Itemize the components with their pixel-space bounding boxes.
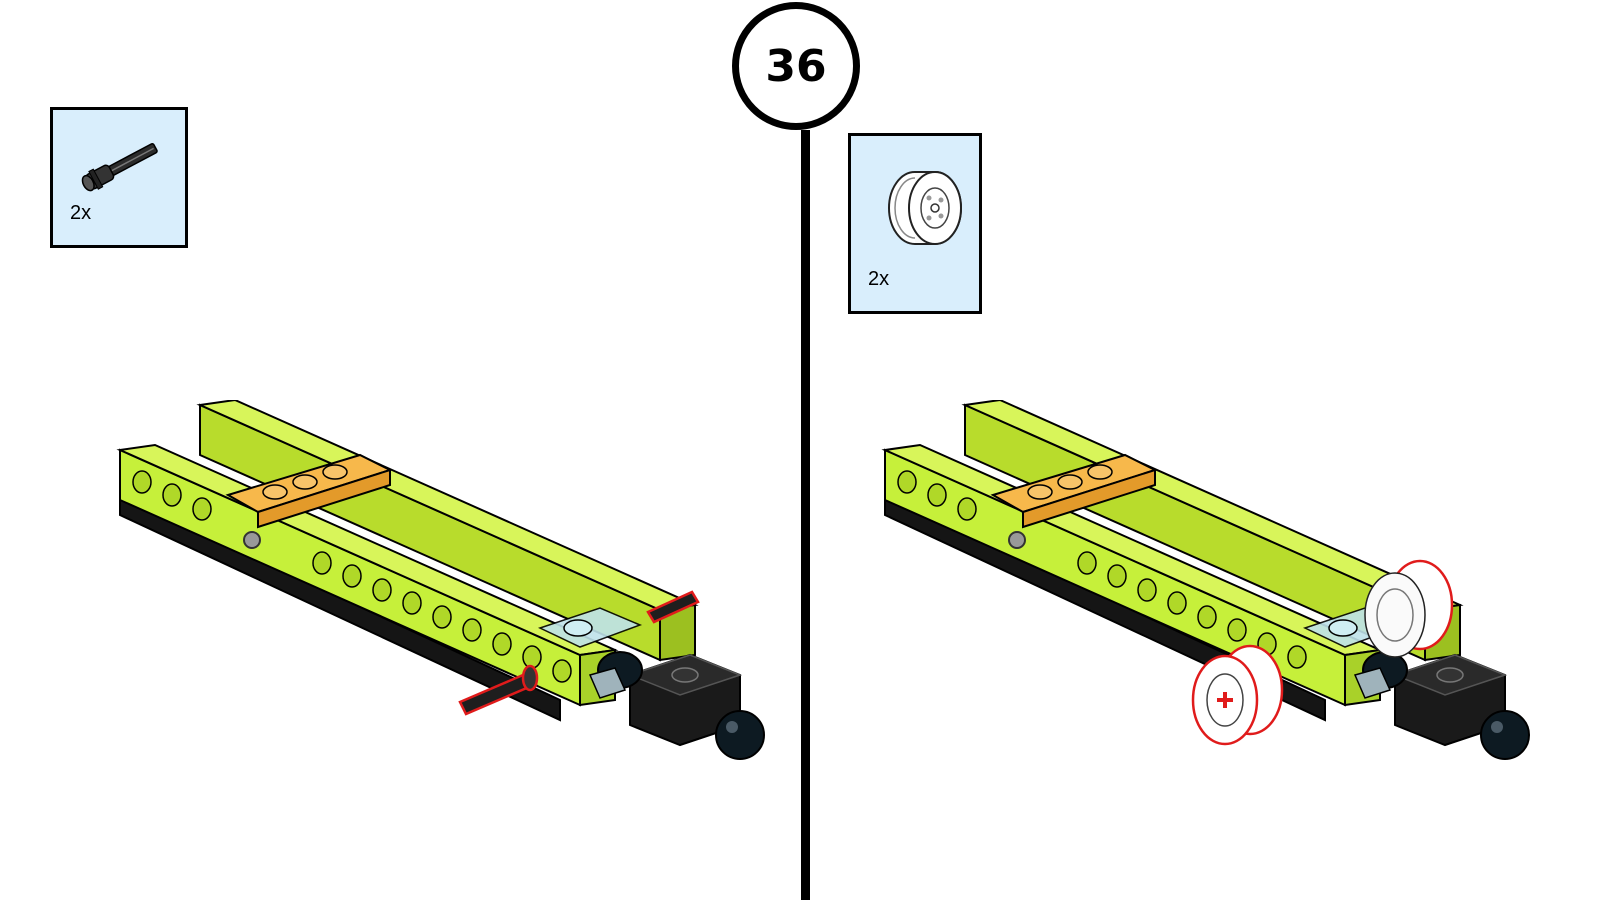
step-divider-line	[801, 130, 810, 900]
new-wheel-front	[1191, 644, 1284, 746]
part-quantity: 2x	[70, 202, 92, 224]
model-after-illustration	[881, 400, 1530, 760]
axle-pin-icon	[81, 142, 158, 192]
wheel-rim-icon	[888, 171, 962, 245]
parts-callout-right: 2x	[848, 133, 982, 314]
new-axle-pin-back	[646, 590, 700, 624]
step-number: 36	[765, 40, 827, 92]
new-axle-pin-front	[458, 664, 539, 716]
step-number-badge: 36	[732, 2, 860, 130]
part-quantity: 2x	[868, 268, 890, 290]
parts-callout-left: 2x	[50, 107, 188, 248]
model-before-illustration	[116, 400, 765, 760]
new-wheel-back	[1364, 559, 1454, 658]
